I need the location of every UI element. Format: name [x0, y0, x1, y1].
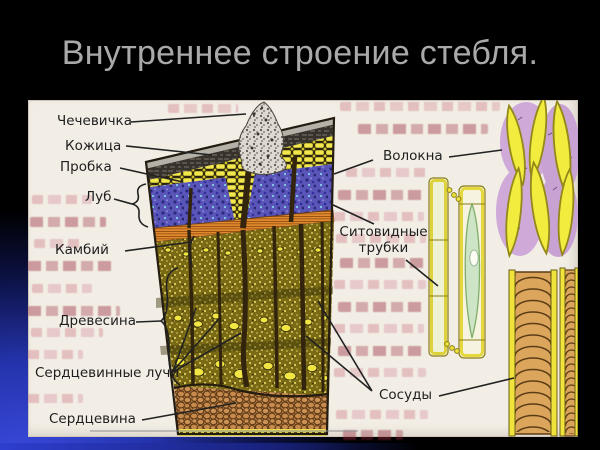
pith-rays-lines	[172, 307, 242, 373]
bast-line	[113, 198, 133, 205]
slide-title: Внутреннее строение стебля.	[61, 34, 539, 72]
sieve-cell	[464, 202, 481, 339]
bleed-through-text	[334, 280, 426, 289]
label-lenticel: Чечевичка	[57, 113, 132, 129]
bleed-through-text	[343, 430, 403, 440]
label-bast: Луб	[85, 189, 112, 205]
bleed-through-text	[336, 234, 426, 243]
sieve-tubes-illustration	[428, 177, 486, 359]
fibers-lines	[333, 149, 503, 175]
bast-brace	[131, 183, 149, 228]
pith-boundary	[173, 383, 330, 398]
lenticel-line	[130, 113, 247, 123]
bleed-through-text	[334, 368, 426, 377]
label-cork: Пробка	[60, 159, 112, 175]
bleed-through-text	[346, 168, 426, 177]
label-fibers: Волокна	[383, 148, 443, 164]
bleed-through-text	[31, 328, 103, 337]
bleed-through-text	[32, 195, 92, 204]
sieve-tubes-lines	[330, 203, 439, 287]
cork-layer	[149, 136, 333, 187]
bleed-through-text	[336, 410, 428, 419]
cell-nucleus	[469, 249, 479, 267]
bleed-through-text	[358, 124, 488, 134]
label-wood: Древесина	[59, 313, 136, 329]
scanned-figure: Чечевичка Кожица Пробка Луб Камбий Древе…	[28, 100, 578, 440]
label-cambium: Камбий	[55, 242, 109, 258]
fiber-spindles	[505, 100, 575, 259]
bleed-through-text	[28, 350, 83, 359]
skin-line	[125, 145, 213, 156]
bleed-through-text	[32, 284, 92, 293]
bleed-through-text	[338, 302, 424, 312]
vessels-illustration	[508, 267, 578, 437]
label-sieve-tubes: Ситовидные трубки	[339, 224, 428, 256]
cambium-bracket	[188, 235, 195, 267]
lenticel-region	[238, 101, 287, 176]
bleed-through-text	[28, 394, 83, 403]
stem-section-illustration	[144, 101, 336, 436]
figure-drawing	[90, 100, 578, 437]
pith-line	[141, 402, 237, 421]
bleed-through-text	[34, 239, 82, 248]
fibers-illustration	[496, 100, 578, 259]
bleed-through-text	[28, 261, 114, 271]
bleed-through-text	[340, 102, 500, 111]
label-pith-rays: Сердцевинные лучи	[35, 365, 180, 381]
sieve-plate-dots	[444, 187, 462, 354]
bleed-through-text	[340, 258, 424, 268]
bleed-through-text	[28, 306, 120, 316]
bleed-through-text	[168, 104, 238, 113]
leader-lines	[113, 113, 515, 421]
bleed-through-text	[30, 217, 106, 227]
label-skin: Кожица	[65, 138, 122, 154]
bleed-through-text	[334, 324, 424, 333]
vessels-lines	[305, 300, 515, 397]
cambium-line	[124, 241, 192, 252]
bottom-glow-band	[0, 443, 600, 450]
bleed-through-text	[338, 346, 424, 356]
cork-line	[119, 167, 184, 183]
label-pith: Сердцевина	[49, 411, 136, 427]
bleed-through-text	[338, 190, 426, 200]
label-vessels: Сосуды	[379, 387, 433, 403]
wood-line	[135, 320, 162, 323]
wood-brace	[159, 267, 181, 386]
bleed-through-text	[334, 212, 424, 221]
